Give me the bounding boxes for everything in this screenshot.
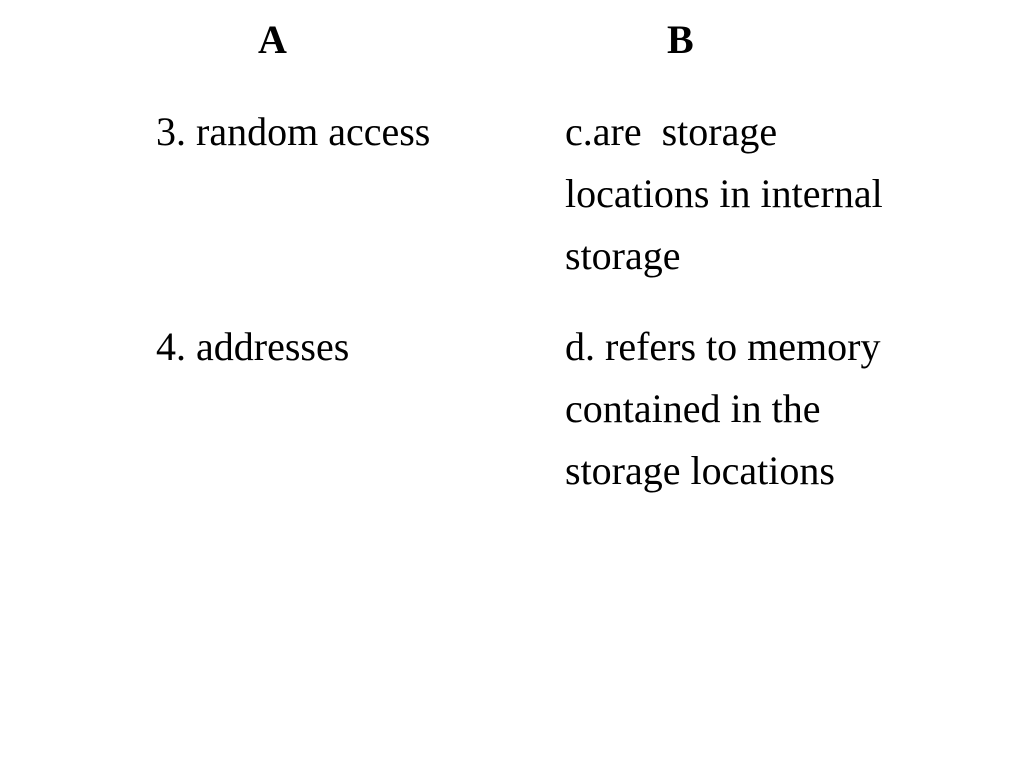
- term-item: 4. addresses: [156, 324, 350, 369]
- term-item: 3. random access: [156, 109, 431, 154]
- definition-item: d. refers to memory contained in the sto…: [565, 324, 881, 493]
- definition-item: c.are storage locations in internal stor…: [565, 109, 883, 278]
- column-a-header: A: [258, 17, 287, 62]
- column-b-header: B: [667, 17, 694, 62]
